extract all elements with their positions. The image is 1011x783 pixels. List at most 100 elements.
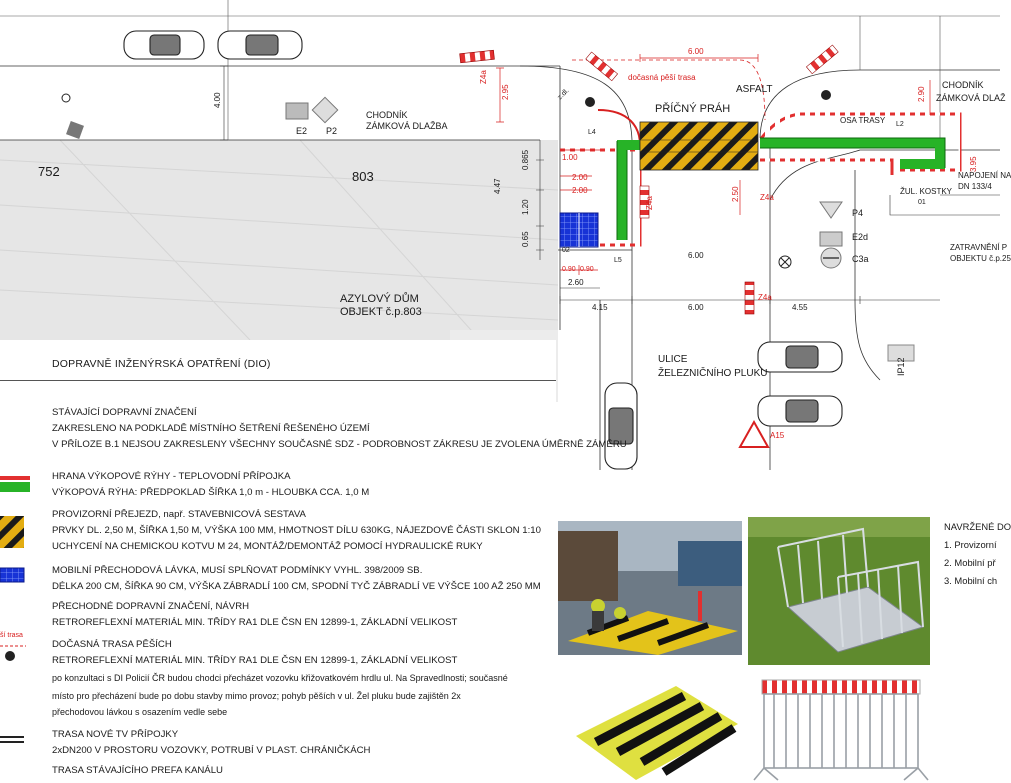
sign-a15: A15 <box>770 431 785 440</box>
building-label-2: OBJEKT č.p.803 <box>340 306 422 318</box>
label-01: 01 <box>918 199 926 206</box>
dim-447: 4.47 <box>493 178 502 194</box>
proposed-elements-list: NAVRŽENÉ DO 1. Provizorní 2. Mobilní př … <box>944 518 1011 590</box>
sign-z4a-3: Z4a <box>760 193 774 202</box>
sign-z4a-2: Z4a <box>645 196 654 210</box>
sidewalk-left-2: ZÁMKOVÁ DLAŽBA <box>366 121 448 131</box>
parked-cars <box>123 30 843 470</box>
dim-600-bot: 6.00 <box>688 303 704 312</box>
sidewalk-right-1: CHODNÍK <box>942 80 984 90</box>
dim-090b: 0.90 <box>580 266 594 273</box>
legend-sdz-3: V PŘÍLOZE B.1 NEJSOU ZAKRESLENY VŠECHNY … <box>52 439 627 450</box>
dim-090a: 0.90 <box>562 266 576 273</box>
dim-250: 2.50 <box>731 186 740 202</box>
legend-pdz-2: RETROREFLEXNÍ MATERIÁL MIN. TŘÍDY RA1 DL… <box>52 617 458 628</box>
legend-tv-2: 2xDN200 V PROSTORU VOZOVKY, POTRUBÍ V PL… <box>52 745 371 756</box>
label-l5: L5 <box>614 257 622 264</box>
sign-e2: E2 <box>296 126 307 136</box>
legend-sdz-1: STÁVAJÍCÍ DOPRAVNÍ ZNAČENÍ <box>52 407 197 418</box>
sidewalk-right-2: ZÁMKOVÁ DLAŽ <box>936 93 1006 103</box>
legend-ped-symbol-label: ší trasa <box>0 632 23 639</box>
sewer-label-2: OBJEKTU č.p.25 <box>950 254 1011 263</box>
proposed-title: NAVRŽENÉ DO <box>944 521 1011 532</box>
legend-dig-2: VÝKOPOVÁ RÝHA: PŘEDPOKLAD ŠÍŘKA 1,0 m - … <box>52 487 370 498</box>
pedestrian-symbol-icon <box>0 645 26 661</box>
legend-pdz-1: PŘECHODNÉ DOPRAVNÍ ZNAČENÍ, NÁVRH <box>52 601 250 612</box>
sign-e2d: E2d <box>852 232 868 242</box>
proposed-item-1: 1. Provizorní <box>944 539 997 550</box>
street-label-2: ŽELEZNIČNÍHO PLUKU <box>658 366 767 379</box>
sign-p4: P4 <box>852 208 863 218</box>
legend-ped-5: přechodovou lávkou s osazením vedle sebe <box>52 707 228 717</box>
gully-label: ŽUL. KOSTKY <box>900 187 953 196</box>
legend-ramp-1: PROVIZORNÍ PŘEJEZD, např. STAVEBNICOVÁ S… <box>52 509 306 520</box>
dim-200b: 2.00 <box>572 186 588 195</box>
label-l4: L4 <box>588 129 596 136</box>
dim-400: 4.00 <box>213 92 222 108</box>
asphalt-label: ASFALT <box>736 84 773 95</box>
street-label-1: ULICE <box>658 354 688 365</box>
building-label-1: AZYLOVÝ DŮM <box>340 292 419 305</box>
dim-290: 2.90 <box>917 86 926 102</box>
lot-803: 803 <box>352 169 374 184</box>
photo-ramp-installation <box>558 521 742 655</box>
lot-752: 752 <box>38 164 60 179</box>
trench-symbol-icon <box>0 476 30 492</box>
legend-dig-1: HRANA VÝKOPOVÉ RÝHY - TEPLOVODNÍ PŘÍPOJK… <box>52 471 291 482</box>
sign-z4a-1: Z4a <box>479 70 488 84</box>
connection-label-2: DN 133/4 <box>958 182 992 191</box>
photo-speed-ramp <box>566 676 744 783</box>
legend-ped-4: místo pro přecházení bude po dobu stavby… <box>52 691 461 701</box>
proposed-item-3: 3. Mobilní ch <box>944 575 998 586</box>
bridge-symbol-icon <box>0 567 25 583</box>
label-l2: L2 <box>896 121 904 128</box>
dim-100: 1.00 <box>562 153 578 162</box>
axis-label: OSA TRASY <box>840 116 886 125</box>
label-zdl: z.dl. <box>556 87 570 101</box>
dim-200a: 2.00 <box>572 173 588 182</box>
dim-600-mid: 6.00 <box>688 251 704 260</box>
photo-mobile-bridge <box>748 517 930 665</box>
legend-ped-2: RETROREFLEXNÍ MATERIÁL MIN. TŘÍDY RA1 DL… <box>52 655 458 666</box>
dim-295: 2.95 <box>501 84 510 100</box>
temporary-crossing-ramp <box>639 121 759 171</box>
connection-label-1: NAPOJENÍ NA <box>958 171 1011 180</box>
dim-395: 3.95 <box>969 156 978 172</box>
temp-route-label: dočasná pěší trasa <box>628 73 696 82</box>
legend-ped-3: po konzultaci s DI Policií ČR budou chod… <box>52 673 508 683</box>
signs <box>61 90 915 448</box>
legend-bridge-1: MOBILNÍ PŘECHODOVÁ LÁVKA, MUSÍ SPLŇOVAT … <box>52 565 423 576</box>
legend-ramp-3: UCHYCENÍ NA CHEMICKOU KOTVU M 24, MONTÁŽ… <box>52 541 483 552</box>
crossing-label: PŘÍČNÝ PRÁH <box>655 102 730 115</box>
proposed-item-2: 2. Mobilní př <box>944 557 996 568</box>
dim-065: 0.65 <box>521 231 530 247</box>
trench-line <box>617 138 945 240</box>
label-02: 02 <box>562 247 570 254</box>
legend-ped-1: DOČASNÁ TRASA PĚŠÍCH <box>52 639 172 650</box>
legend-ramp-2: PRVKY DL. 2,50 M, ŠÍŘKA 1,50 M, VÝŠKA 10… <box>52 525 541 536</box>
legend-divider <box>0 380 556 381</box>
legend-title: DOPRAVNĚ INŽENÝRSKÁ OPATŘENÍ (DIO) <box>52 358 271 370</box>
sewer-label-1: ZATRAVNĚNÍ P <box>950 243 1007 252</box>
sign-z4a-4: Z4a <box>758 293 772 302</box>
dim-415: 4.15 <box>592 303 608 312</box>
legend-sdz-2: ZAKRESLENO NA PODKLADĚ MÍSTNÍHO ŠETŘENÍ … <box>52 423 370 434</box>
dim-260: 2.60 <box>568 278 584 287</box>
dim-455: 4.55 <box>792 303 808 312</box>
legend-tv-1: TRASA NOVÉ TV PŘÍPOJKY <box>52 729 179 740</box>
legend-panel: DOPRAVNĚ INŽENÝRSKÁ OPATŘENÍ (DIO) STÁVA… <box>0 340 627 783</box>
pipe-symbol-icon <box>0 736 24 743</box>
dim-0865: 0.865 <box>521 149 530 170</box>
sidewalk-left-1: CHODNÍK <box>366 110 408 120</box>
building-area <box>0 140 558 340</box>
barriers <box>459 44 839 315</box>
dim-600-top: 6.00 <box>688 47 704 56</box>
legend-prefa-1: TRASA STÁVAJÍCÍHO PREFA KANÁLU <box>52 765 223 776</box>
sign-ip12: IP12 <box>896 357 906 376</box>
ramp-symbol-icon <box>0 516 24 548</box>
sign-c3a: C3a <box>852 254 869 264</box>
photo-barrier <box>752 672 930 783</box>
dim-120: 1.20 <box>521 199 530 215</box>
legend-bridge-2: DÉLKA 200 CM, ŠÍŘKA 90 CM, VÝŠKA ZÁBRADL… <box>52 581 541 592</box>
sign-p2: P2 <box>326 126 337 136</box>
